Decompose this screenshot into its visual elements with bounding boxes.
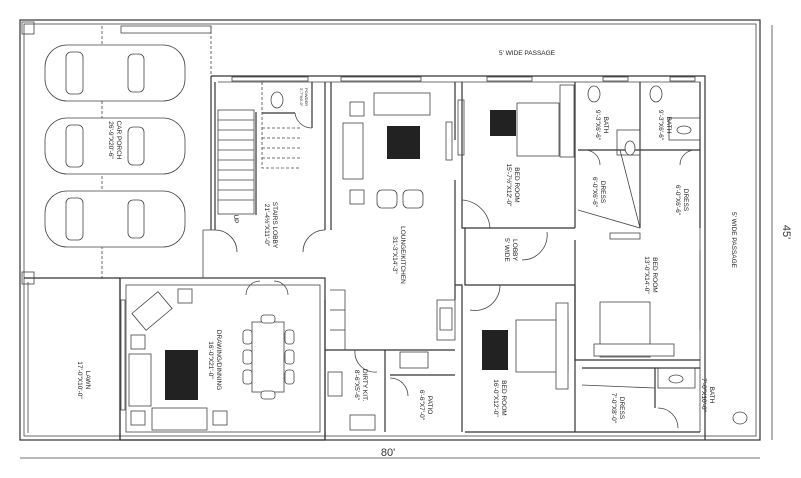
car-icon [44,44,186,102]
toilet-icon [270,91,284,109]
svg-text:POWDER: POWDER [304,88,309,106]
room-label-stairs: STAIRS LOBBY 21'-4½"X11'-0" [263,202,278,249]
svg-text:13'-0"X14'-0": 13'-0"X14'-0" [643,256,650,294]
width-dimension: 80' [20,447,760,459]
svg-text:3'-7"X6'-0": 3'-7"X6'-0" [299,88,304,107]
room-label-lawn: LAWN 17'-0"X10'-0" [76,361,91,399]
svg-text:6'-0"X6'-6": 6'-0"X6'-6" [591,177,598,208]
svg-text:LOUNGE/KITCHEN: LOUNGE/KITCHEN [399,226,406,284]
room-label-dirty-kit: DIRTY KIT. 8'-6"X5'-6" [353,369,368,401]
svg-text:BATH: BATH [665,117,672,134]
room-label-bed2: BED ROOM 16'-0"X12'-0" [492,379,507,417]
svg-text:16'-0"X12'-0": 16'-0"X12'-0" [492,379,499,417]
room-label-bath1: BATH 9'-3"X6'-6" [594,110,609,141]
svg-text:9'-3"X6'-6": 9'-3"X6'-6" [657,110,664,141]
passage-right-label: 5' WIDE PASSAGE [730,212,737,269]
passage-top-label: 5' WIDE PASSAGE [499,50,556,57]
svg-text:CAR PORCH: CAR PORCH [115,120,122,159]
room-label-dress3: DRESS 7'-0"X8'-0" [610,393,625,424]
svg-text:26'-9"X20'-6": 26'-9"X20'-6" [107,121,114,159]
svg-text:DRAWING/DINNING: DRAWING/DINNING [215,330,222,390]
svg-text:BATH: BATH [708,387,715,404]
room-label-dress2: DRESS 6'-0"X6'-6" [674,185,689,216]
sofa-icon [151,407,208,431]
room-label-bath2: BATH 9'-3"X6'-6" [657,110,672,141]
rug-icon [482,330,508,370]
toilet-icon [732,411,748,425]
stairs-up-label: UP [232,214,239,223]
room-label-patio: PATIO 6'-6"X7'-0" [418,390,433,421]
sink-icon [676,125,692,135]
rug-icon [387,126,420,159]
svg-text:LAWN: LAWN [84,371,91,390]
svg-text:LOBBY: LOBBY [511,239,518,261]
car-icon [44,117,186,175]
sofa-icon [128,353,152,407]
house-walls [119,75,748,441]
svg-text:45': 45' [780,225,792,239]
sink-icon [624,140,636,156]
svg-text:BED ROOM: BED ROOM [651,257,658,292]
room-label-powder: POWDER 3'-7"X6'-0" [299,88,309,107]
dining-table-icon [251,321,285,393]
svg-text:PATIO: PATIO [426,396,433,415]
room-label-lounge: LOUNGE/KITCHEN 31'-3"X14'-3" [391,226,406,284]
svg-text:16'-0"X21'-0": 16'-0"X21'-0" [207,341,214,379]
svg-text:DRESS: DRESS [682,189,689,212]
svg-text:21'-4½"X11'-0": 21'-4½"X11'-0" [263,204,271,247]
svg-text:BATH: BATH [602,117,609,134]
svg-text:5' WIDE: 5' WIDE [503,238,510,262]
svg-text:8'-6"X5'-6": 8'-6"X5'-6" [353,370,360,401]
depth-dimension: 45' [771,25,792,440]
rug-icon [165,350,198,400]
svg-text:DRESS: DRESS [599,181,606,204]
svg-text:31'-3"X14'-3": 31'-3"X14'-3" [391,236,398,274]
svg-text:6'-6"X7'-0": 6'-6"X7'-0" [418,390,425,421]
sofa-icon [373,92,431,116]
toilet-icon [587,85,601,103]
svg-text:7'-0"X8'-0": 7'-0"X8'-0" [610,393,617,424]
svg-text:15'-7½"X12'-0": 15'-7½"X12'-0" [505,164,513,208]
room-label-bath3: BATH 7'-0"X10'-0" [700,378,715,413]
svg-text:80': 80' [381,447,395,459]
svg-text:BED ROOM: BED ROOM [500,380,507,415]
svg-text:7'-0"X10'-0": 7'-0"X10'-0" [700,378,707,413]
furniture [128,92,431,431]
cars [44,44,186,248]
svg-text:9'-3"X6'-6": 9'-3"X6'-6" [594,110,601,141]
svg-text:BED ROOM: BED ROOM [513,167,520,202]
svg-text:DRESS: DRESS [618,397,625,420]
room-label-car-porch: CAR PORCH 26'-9"X20'-6" [107,120,122,159]
room-label-bed1: BED ROOM 15'-7½"X12'-0" [505,164,520,208]
svg-text:6'-0"X6'-6": 6'-0"X6'-6" [674,185,681,216]
sofa-icon [131,291,173,331]
room-label-bed3: BED ROOM 13'-0"X14'-0" [643,256,658,294]
toilet-icon [649,85,663,103]
sofa-icon [342,122,364,180]
room-label-dress1: DRESS 6'-0"X6'-6" [591,177,606,208]
room-label-lobby: LOBBY 5' WIDE [503,238,518,262]
svg-text:17'-0"X10'-0": 17'-0"X10'-0" [76,361,83,399]
car-icon [44,190,186,248]
rug-icon [490,110,516,136]
svg-text:STAIRS LOBBY: STAIRS LOBBY [271,202,278,249]
room-label-drawing: DRAWING/DINNING 16'-0"X21'-0" [207,330,222,390]
staircase [217,109,257,215]
sink-icon [668,374,684,384]
svg-text:DIRTY KIT.: DIRTY KIT. [361,369,368,401]
